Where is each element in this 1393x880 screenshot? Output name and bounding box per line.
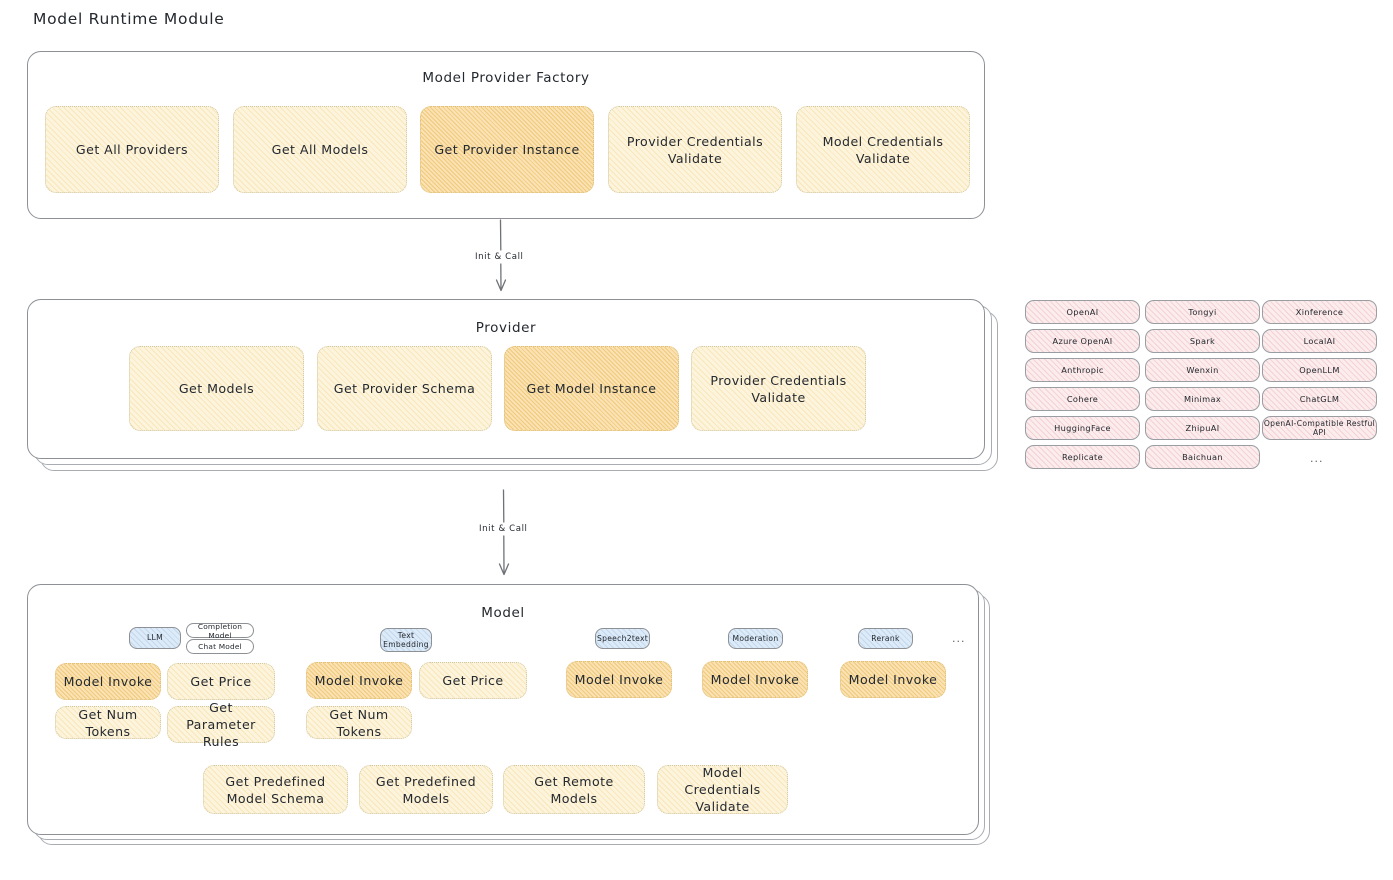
- provider-title: Provider: [475, 320, 537, 336]
- llm-method-get-parameter-rules[interactable]: Get Parameter Rules: [167, 700, 275, 749]
- page-title: Model Runtime Module: [33, 10, 225, 28]
- speech2text-method-model-invoke[interactable]: Model Invoke: [566, 661, 672, 698]
- factory-cell-provider-credentials-validate[interactable]: Provider Credentials Validate: [608, 106, 782, 193]
- factory-cell-get-provider-instance[interactable]: Get Provider Instance: [420, 106, 594, 193]
- model-tag-completion-model[interactable]: Completion Model: [186, 622, 254, 640]
- provider-chip-huggingface[interactable]: HuggingFace: [1025, 416, 1140, 440]
- provider-cell-provider-credentials-validate[interactable]: Provider Credentials Validate: [691, 346, 866, 431]
- provider-cell-get-model-instance[interactable]: Get Model Instance: [504, 346, 679, 431]
- provider-chip-wenxin[interactable]: Wenxin: [1145, 358, 1260, 382]
- provider-chip-xinference[interactable]: Xinference: [1262, 300, 1377, 324]
- provider-chip-replicate[interactable]: Replicate: [1025, 445, 1140, 469]
- provider-cell-get-models[interactable]: Get Models: [129, 346, 304, 431]
- text-embedding-method-get-price[interactable]: Get Price: [419, 662, 527, 699]
- provider-chip-localai[interactable]: LocalAI: [1262, 329, 1377, 353]
- model-common-get-remote-models[interactable]: Get Remote Models: [503, 765, 645, 814]
- text-embedding-method-get-num-tokens[interactable]: Get Num Tokens: [306, 706, 412, 739]
- provider-chip-cohere[interactable]: Cohere: [1025, 387, 1140, 411]
- provider-chip-openllm[interactable]: OpenLLM: [1262, 358, 1377, 382]
- provider-chip-baichuan[interactable]: Baichuan: [1145, 445, 1260, 469]
- model-badge-speech2text[interactable]: Speech2text: [595, 628, 650, 649]
- arrow-label-init-call-2: Init & Call: [476, 523, 531, 535]
- provider-chip-azure-openai[interactable]: Azure OpenAI: [1025, 329, 1140, 353]
- provider-chip-minimax[interactable]: Minimax: [1145, 387, 1260, 411]
- provider-chip-openai[interactable]: OpenAI: [1025, 300, 1140, 324]
- model-badge-rerank[interactable]: Rerank: [858, 628, 913, 649]
- model-types-ellipsis: ...: [952, 632, 966, 645]
- provider-chip-openai-compatible-restful-api[interactable]: OpenAI-Compatible Restful API: [1262, 416, 1377, 440]
- provider-chip-tongyi[interactable]: Tongyi: [1145, 300, 1260, 324]
- model-badge-llm[interactable]: LLM: [129, 627, 181, 649]
- provider-list-ellipsis: ...: [1310, 452, 1324, 465]
- arrow-label-init-call-1: Init & Call: [472, 251, 527, 263]
- provider-chip-anthropic[interactable]: Anthropic: [1025, 358, 1140, 382]
- rerank-method-model-invoke[interactable]: Model Invoke: [840, 661, 946, 698]
- arrow-factory-to-provider: Init & Call: [472, 219, 527, 298]
- model-title: Model: [481, 605, 525, 621]
- model-badge-moderation[interactable]: Moderation: [728, 628, 783, 649]
- model-common-model-credentials-validate[interactable]: Model Credentials Validate: [657, 765, 788, 814]
- llm-method-get-price[interactable]: Get Price: [167, 663, 275, 700]
- model-common-get-predefined-model-schema[interactable]: Get Predefined Model Schema: [203, 765, 348, 814]
- provider-cell-get-provider-schema[interactable]: Get Provider Schema: [317, 346, 492, 431]
- factory-cell-get-all-providers[interactable]: Get All Providers: [45, 106, 219, 193]
- provider-chip-chatglm[interactable]: ChatGLM: [1262, 387, 1377, 411]
- llm-method-model-invoke[interactable]: Model Invoke: [55, 663, 161, 700]
- model-tag-chat-model[interactable]: Chat Model: [186, 639, 254, 654]
- arrow-provider-to-model: Init & Call: [476, 489, 531, 582]
- provider-chip-spark[interactable]: Spark: [1145, 329, 1260, 353]
- model-provider-factory-title: Model Provider Factory: [422, 70, 590, 86]
- model-badge-text-embedding[interactable]: Text Embedding: [380, 628, 432, 652]
- moderation-method-model-invoke[interactable]: Model Invoke: [702, 661, 808, 698]
- text-embedding-method-model-invoke[interactable]: Model Invoke: [306, 662, 412, 699]
- factory-cell-get-all-models[interactable]: Get All Models: [233, 106, 407, 193]
- provider-chip-zhipuai[interactable]: ZhipuAI: [1145, 416, 1260, 440]
- llm-method-get-num-tokens[interactable]: Get Num Tokens: [55, 706, 161, 739]
- model-common-get-predefined-models[interactable]: Get Predefined Models: [359, 765, 493, 814]
- factory-cell-model-credentials-validate[interactable]: Model Credentials Validate: [796, 106, 970, 193]
